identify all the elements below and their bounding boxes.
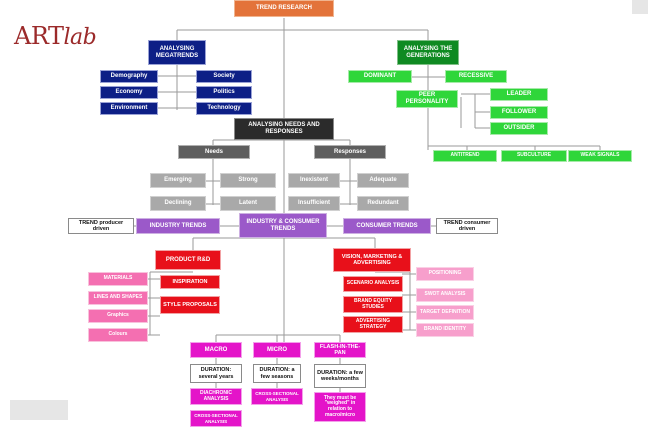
- logo-art: ART: [14, 22, 64, 50]
- vision-marketing-advertising-node: VISION, MARKETING & ADVERTISING: [333, 248, 411, 272]
- megatrend-politics: Politics: [196, 86, 252, 99]
- adequate-node: Adequate: [357, 173, 409, 188]
- trend-producer-driven-node: TREND producer driven: [68, 218, 134, 234]
- emerging-node: Emerging: [150, 173, 206, 188]
- advertising-strategy-node: ADVERTISING STRATEGY: [343, 316, 403, 333]
- insufficient-node: Insufficient: [288, 196, 340, 211]
- industry-trends-node: INDUSTRY TRENDS: [136, 218, 220, 234]
- flash-in-the-pan-node: FLASH-IN-THE-PAN: [314, 342, 366, 358]
- brand-equity-node: BRAND EQUITY STUDIES: [343, 296, 403, 313]
- scenario-analysis-node: SCENARIO ANALYSIS: [343, 276, 403, 292]
- latent-node: Latent: [220, 196, 276, 211]
- megatrend-technology: Technology: [196, 102, 252, 115]
- responses-node: Responses: [314, 145, 386, 159]
- analysing-megatrends-node: ANALYSING MEGATRENDS: [148, 40, 206, 65]
- duration-macro-node: DURATION: several years: [190, 364, 242, 383]
- cross-sectional-analysis-micro-node: CROSS-SECTIONAL ANALYSIS: [251, 388, 303, 405]
- megatrend-economy: Economy: [100, 86, 158, 99]
- graphics-node: Graphics: [88, 309, 148, 323]
- megatrend-environment: Environment: [100, 102, 158, 115]
- duration-micro-node: DURATION: a few seasons: [253, 364, 301, 383]
- trend-research-node: TREND RESEARCH: [234, 0, 334, 17]
- corner-tab-bottom-left: [10, 400, 68, 420]
- materials-node: MATERIALS: [88, 272, 148, 286]
- artlab-logo: ARTlab: [14, 22, 97, 50]
- follower-node: FOLLOWER: [490, 106, 548, 119]
- declining-node: Declining: [150, 196, 206, 211]
- style-proposals-node: STYLE PROPOSALS: [160, 296, 220, 314]
- lines-shapes-node: LINES AND SHAPES: [88, 291, 148, 305]
- analysing-generations-node: Analysing THE GENERATIONS: [397, 40, 459, 65]
- industry-consumer-trends-node: INDUSTRY & CONSUMER TRENDS: [239, 213, 327, 238]
- redundant-node: Redundant: [357, 196, 409, 211]
- inexistent-node: Inexistent: [288, 173, 340, 188]
- swot-analysis-node: SWOT ANALYSIS: [416, 288, 474, 302]
- colours-node: Colours: [88, 328, 148, 342]
- product-rd-node: PRODUCT R&D: [155, 250, 221, 270]
- subculture-node: SUBCULTURE: [501, 150, 567, 162]
- outsider-node: OUTSIDER: [490, 122, 548, 135]
- antitrend-node: ANTITREND: [433, 150, 497, 162]
- recessive-node: RECESSIVE: [445, 70, 507, 83]
- weighed-note-node: They must be "weighed" in relation to ma…: [314, 392, 366, 422]
- brand-identity-node: BRAND IDENTITY: [416, 323, 474, 337]
- diachronic-analysis-node: DIACHRONIC ANALYSIS: [190, 388, 242, 405]
- duration-flash-node: DURATION: a few weeks/months: [314, 364, 366, 388]
- cross-sectional-analysis-macro-node: CROSS-SECTIONAL ANALYSIS: [190, 410, 242, 427]
- logo-lab: lab: [63, 25, 97, 50]
- leader-node: LEADER: [490, 88, 548, 101]
- consumer-trends-node: CONSUMER TRENDS: [343, 218, 431, 234]
- peer-personality-node: PEER PERSONALITY: [396, 90, 458, 108]
- needs-node: Needs: [178, 145, 250, 159]
- trend-consumer-driven-node: TREND consumer driven: [436, 218, 498, 234]
- inspiration-node: INSPIRATION: [160, 275, 220, 289]
- megatrend-society: Society: [196, 70, 252, 83]
- weak-signals-node: WEAK SIGNALS: [568, 150, 632, 162]
- macro-node: MACRO: [190, 342, 242, 358]
- corner-tab-top-right: [632, 0, 648, 14]
- dominant-node: DOMINANT: [348, 70, 412, 83]
- micro-node: MICRO: [253, 342, 301, 358]
- strong-node: Strong: [220, 173, 276, 188]
- positioning-node: POSITIONING: [416, 267, 474, 281]
- needs-responses-node: ANALYSING NEEDS AND RESPONSES: [234, 118, 334, 140]
- target-definition-node: TARGET DEFINITION: [416, 305, 474, 320]
- megatrend-demography: Demography: [100, 70, 158, 83]
